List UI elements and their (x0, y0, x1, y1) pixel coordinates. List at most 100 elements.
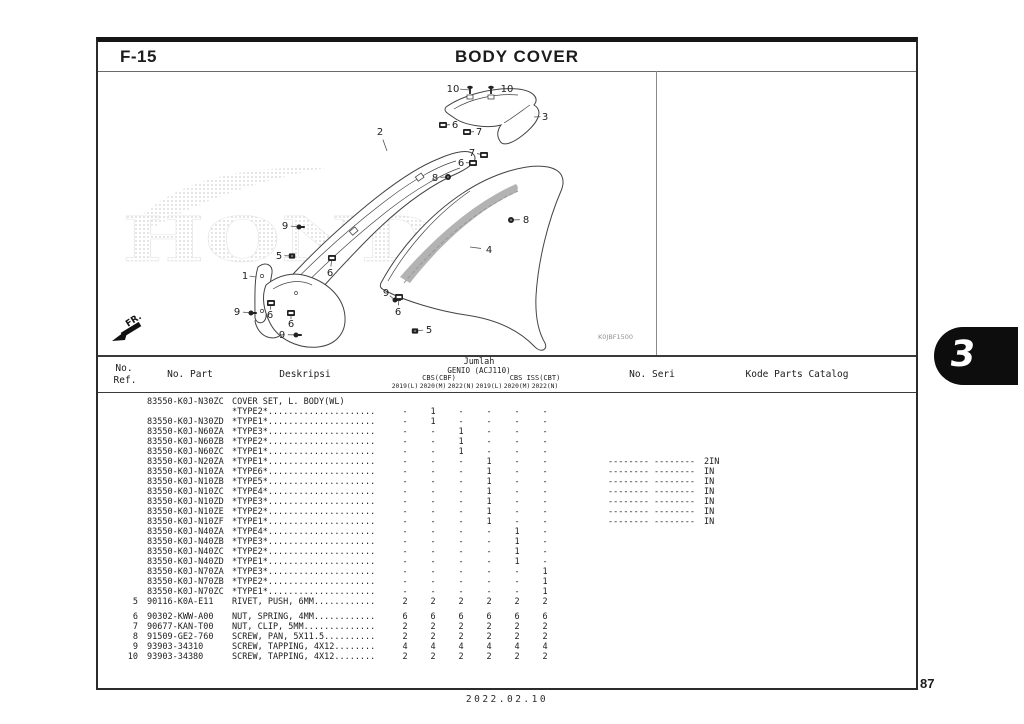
table-row: 83550-K0J-N10ZE*TYPE2*..................… (98, 507, 916, 517)
part-number-cell: 83550-K0J-N70ZC (147, 587, 224, 597)
qty-cell: - (514, 497, 520, 507)
callout-leader-line (382, 139, 388, 152)
qty-cell: - (402, 507, 408, 517)
qty-cell: - (514, 457, 520, 467)
part-number-cell: 83550-K0J-N30ZC (147, 397, 224, 407)
qty-cell: - (430, 497, 436, 507)
callout-number: 6 (267, 310, 273, 321)
qty-cell: 2 (402, 632, 408, 642)
description-cell: *TYPE2*..................... (232, 437, 376, 447)
qty-cell: - (542, 487, 548, 497)
qty-cell: - (402, 427, 408, 437)
qty-cell: - (458, 547, 464, 557)
clip-fastener-icon (463, 129, 471, 135)
seri-dashes-cell: -------- -------- (608, 517, 695, 527)
section-code: F-15 (120, 47, 157, 66)
qty-cell: 1 (486, 497, 492, 507)
qty-cell: 1 (486, 507, 492, 517)
qty-cell: - (514, 507, 520, 517)
qty-cell: - (402, 537, 408, 547)
footer-date: 2022.02.10 (465, 694, 549, 705)
description-cell: *TYPE3*..................... (232, 497, 376, 507)
table-row: 83550-K0J-N70ZA*TYPE3*..................… (98, 567, 916, 577)
qty-cell: - (430, 427, 436, 437)
qty-cell: - (514, 467, 520, 477)
qty-cell: 1 (430, 417, 436, 427)
qty-cell: - (486, 557, 492, 567)
qty-cell: - (514, 567, 520, 577)
qty-cell: - (402, 437, 408, 447)
qty-cell: - (542, 437, 548, 447)
qty-cell: 2 (402, 652, 408, 662)
qty-cell: 1 (542, 567, 548, 577)
callout-number: 10 (447, 84, 460, 95)
description-cell: *TYPE4*..................... (232, 487, 376, 497)
col-year: 2020(M) (419, 383, 447, 390)
qty-cell: - (486, 567, 492, 577)
honda-wing-logo (134, 167, 326, 226)
qty-cell: 2 (514, 597, 520, 607)
qty-cell: 2 (486, 622, 492, 632)
qty-cell: 1 (486, 457, 492, 467)
qty-cell: - (486, 407, 492, 417)
qty-cell: - (402, 587, 408, 597)
chapter-tab: 3 (934, 327, 1018, 385)
qty-cell: - (514, 577, 520, 587)
qty-cell: 2 (542, 632, 548, 642)
callout-number: 5 (426, 325, 432, 336)
seri-value-cell: IN (704, 517, 715, 527)
fr-direction-arrow: FR. (112, 312, 144, 341)
table-row: 83550-K0J-N60ZB*TYPE2*..................… (98, 437, 916, 447)
qty-cell: 1 (486, 487, 492, 497)
page-number: 87 (920, 676, 935, 691)
clip-fastener-icon (395, 294, 403, 300)
qty-cell: 1 (430, 407, 436, 417)
description-cell: *TYPE3*..................... (232, 567, 376, 577)
callout-number: 3 (542, 112, 548, 123)
qty-cell: - (542, 497, 548, 507)
qty-cell: - (430, 467, 436, 477)
seri-dashes-cell: -------- -------- (608, 477, 695, 487)
part-number-cell: 83550-K0J-N60ZA (147, 427, 224, 437)
col-group-cbs: CBS(CBF) (422, 374, 456, 382)
qty-cell: 1 (542, 587, 548, 597)
part-number-cell: 90677-KAN-T00 (147, 622, 214, 632)
part-number-cell: 83550-K0J-N10ZE (147, 507, 224, 517)
part-number-cell: 91509-GE2-760 (147, 632, 214, 642)
description-cell: *TYPE1*..................... (232, 417, 376, 427)
seri-dashes-cell: -------- -------- (608, 507, 695, 517)
qty-cell: 1 (458, 437, 464, 447)
table-header: No. Ref. No. Part Deskripsi Jumlah GENIO… (98, 355, 916, 393)
qty-cell: - (458, 487, 464, 497)
callout-number: 1 (242, 271, 248, 282)
qty-cell: - (402, 547, 408, 557)
qty-cell: 4 (486, 642, 492, 652)
qty-cell: 2 (402, 597, 408, 607)
qty-cell: 1 (486, 517, 492, 527)
qty-cell: 2 (542, 622, 548, 632)
qty-cell: - (458, 477, 464, 487)
col-year: 2022(N) (447, 383, 475, 390)
callout-leader-line (249, 275, 257, 278)
qty-cell: - (458, 537, 464, 547)
callout-number: 6 (458, 158, 464, 169)
seri-value-cell: IN (704, 467, 715, 477)
qty-cell: 4 (542, 642, 548, 652)
seri-value-cell: 2IN (704, 457, 720, 467)
qty-cell: - (542, 457, 548, 467)
part-number-cell: 83550-K0J-N10ZA (147, 467, 224, 477)
qty-cell: 6 (542, 612, 548, 622)
ref-cell: 8 (132, 632, 138, 642)
part-number-cell: 93903-34380 (147, 652, 204, 662)
part-4-right-body-cover (379, 165, 564, 351)
callout-number: 6 (327, 268, 333, 279)
qty-cell: 2 (542, 652, 548, 662)
clip-fastener-icon (439, 122, 447, 128)
qty-cell: - (514, 407, 520, 417)
qty-cell: 1 (486, 477, 492, 487)
qty-cell: 1 (514, 527, 520, 537)
qty-cell: 6 (402, 612, 408, 622)
